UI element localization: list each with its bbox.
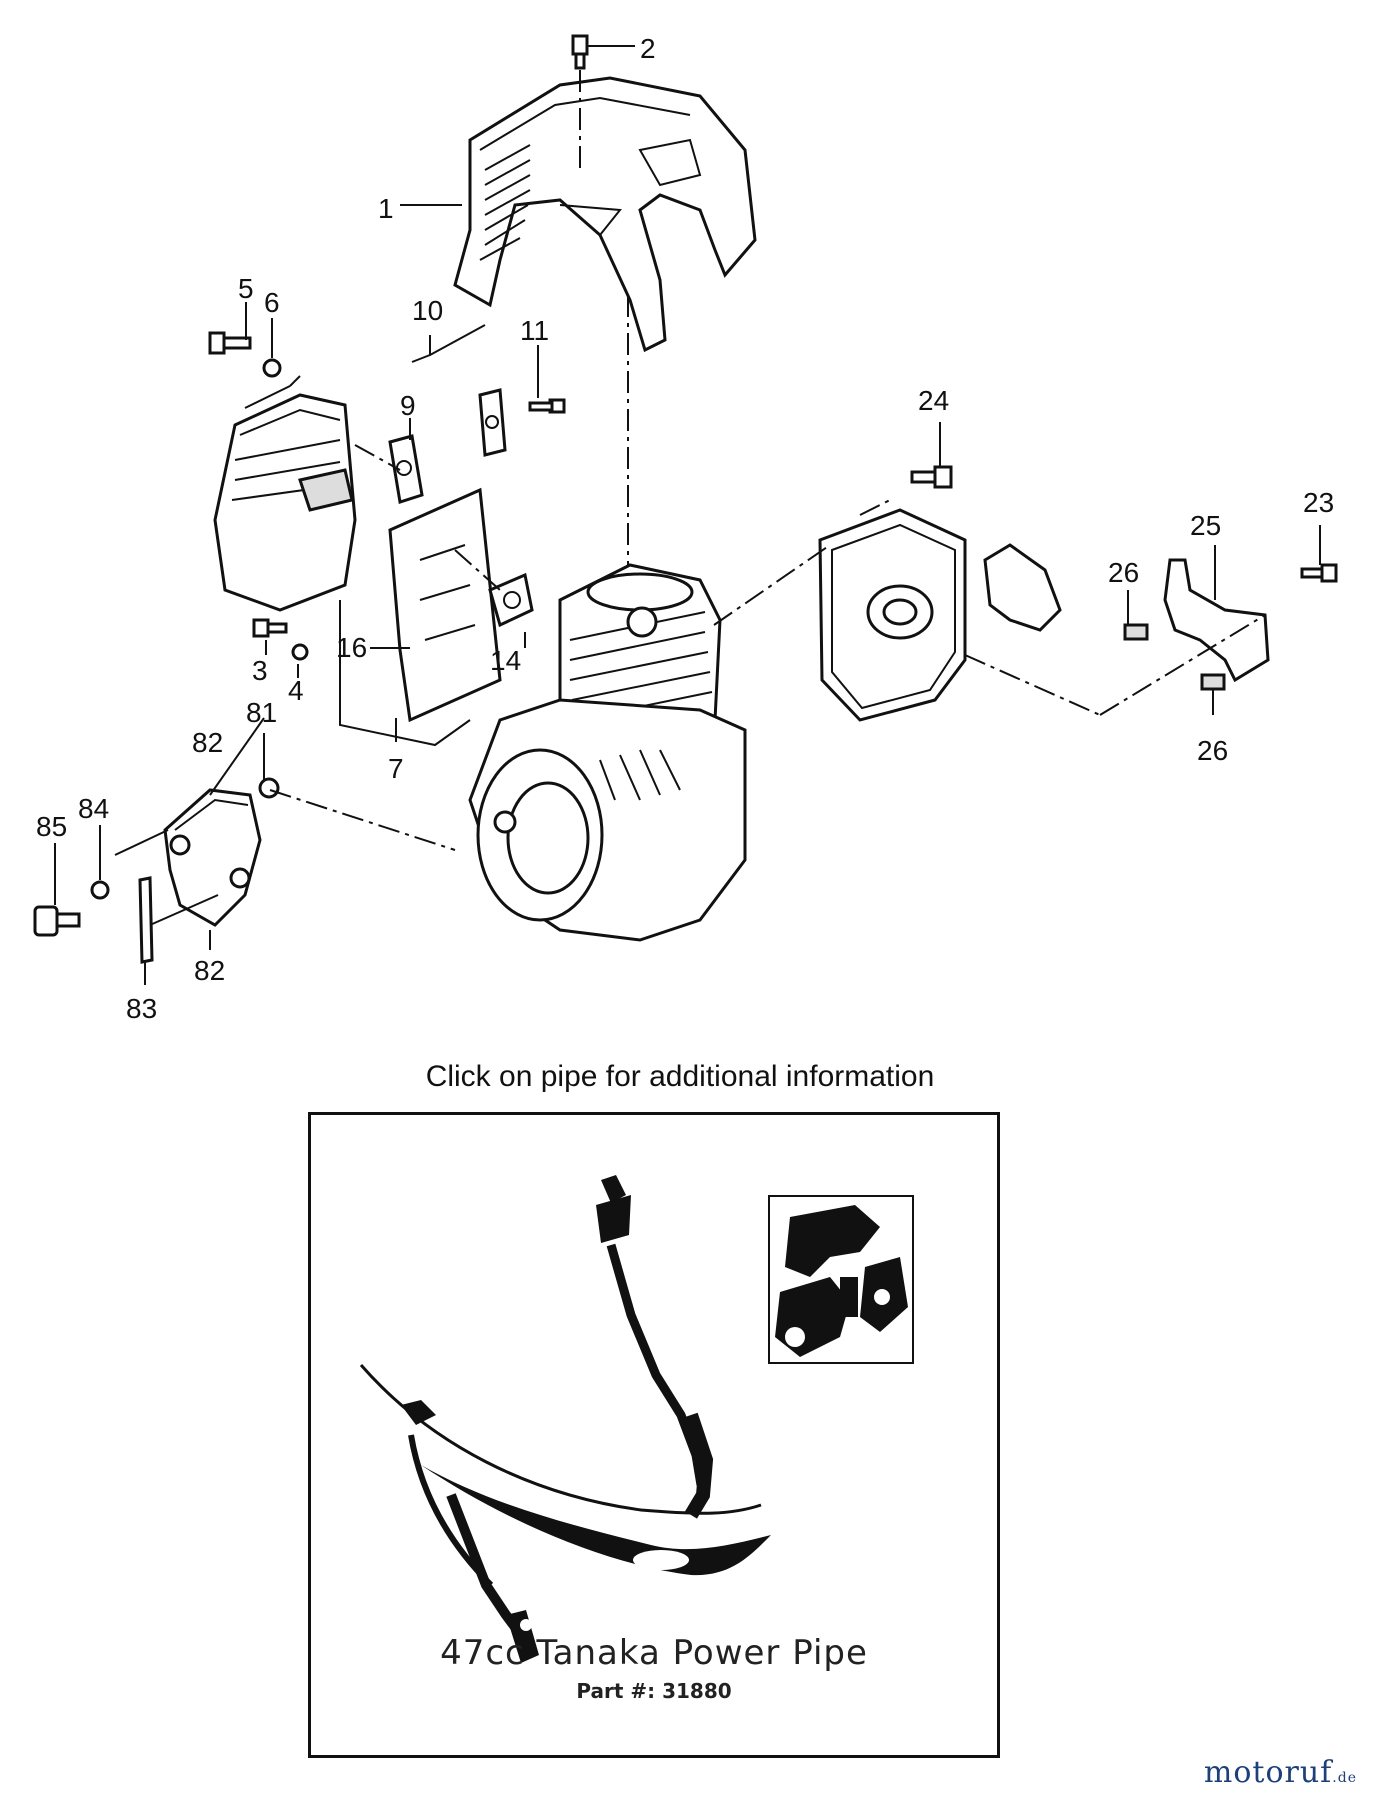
callout-83: 83 <box>126 993 157 1024</box>
part-number: Part #: 31880 <box>576 1679 732 1703</box>
watermark-logo: motoruf.de <box>1204 1755 1357 1790</box>
callout-26-lower: 26 <box>1197 735 1228 766</box>
leader-lines <box>54 204 1321 985</box>
callout-2: 2 <box>640 33 656 64</box>
callout-24: 24 <box>918 385 949 416</box>
callout-14: 14 <box>490 645 521 676</box>
callout-10: 10 <box>412 295 443 326</box>
engine-cover <box>453 76 757 353</box>
power-pipe-illustration[interactable] <box>311 1115 997 1755</box>
callout-16: 16 <box>336 632 367 663</box>
engine-block <box>468 563 747 942</box>
power-pipe-promo-link[interactable]: 47cc Tanaka Power Pipe Part #: 31880 <box>308 1112 1000 1758</box>
callout-5: 5 <box>238 273 254 304</box>
exploded-parts-diagram: 1 2 3 4 5 6 7 9 10 11 14 16 23 24 25 26 … <box>33 33 1338 1024</box>
callout-23: 23 <box>1303 487 1334 518</box>
gaskets <box>388 388 534 723</box>
product-name[interactable]: 47cc Tanaka Power Pipe <box>440 1633 868 1673</box>
callout-9: 9 <box>400 390 416 421</box>
callout-82-upper: 82 <box>192 727 223 758</box>
callout-4: 4 <box>288 675 304 706</box>
callout-labels: 1 2 3 4 5 6 7 9 10 11 14 16 23 24 25 26 … <box>36 33 1334 1024</box>
watermark-brand: motoruf <box>1203 1755 1333 1790</box>
callout-7: 7 <box>388 753 404 784</box>
callout-82-lower: 82 <box>194 955 225 986</box>
muffler <box>213 375 357 612</box>
pipe-info-caption: Click on pipe for additional information <box>425 1060 935 1093</box>
callout-1: 1 <box>378 193 394 224</box>
bracket <box>1123 558 1270 691</box>
callout-26-upper: 26 <box>1108 557 1139 588</box>
callout-25: 25 <box>1190 510 1221 541</box>
product-photo[interactable] <box>768 1195 914 1364</box>
callout-84: 84 <box>78 793 109 824</box>
fasteners <box>208 331 1338 661</box>
watermark-tld: .de <box>1332 1770 1357 1786</box>
callout-3: 3 <box>252 655 268 686</box>
callout-81: 81 <box>246 697 277 728</box>
callout-11: 11 <box>520 315 549 346</box>
top-bolt <box>571 34 635 170</box>
callout-85: 85 <box>36 811 67 842</box>
recoil-starter <box>818 508 1062 722</box>
clutch <box>33 777 280 964</box>
callout-6: 6 <box>264 287 280 318</box>
